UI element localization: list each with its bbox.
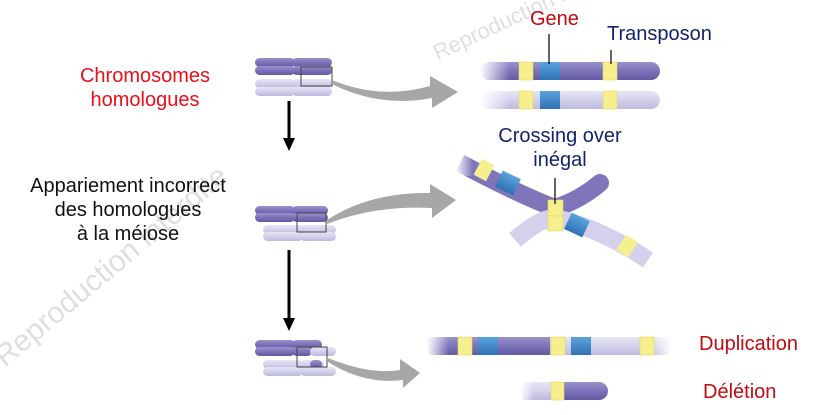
label-chromosomes-homologues: Chromosomes homologues: [60, 64, 230, 112]
chromosome-dark-detail: [480, 61, 660, 81]
label-gene: Gene: [530, 8, 579, 30]
chromosome-light-detail: [480, 90, 660, 110]
transposon-band: [639, 336, 655, 356]
label-appariement: Appariement incorrect des homologues à l…: [2, 174, 254, 246]
arrow-down-2: [283, 250, 295, 331]
label-crossing-over: Crossing over inégal: [480, 124, 640, 172]
arrow-zoom-1: [332, 76, 458, 108]
gene-band: [564, 212, 590, 238]
label-deletion: Délétion: [703, 381, 777, 403]
gene-band: [571, 337, 591, 355]
label-duplication: Duplication: [699, 333, 798, 355]
transposon-band: [616, 234, 638, 258]
label-line: Chromosomes: [79, 65, 211, 87]
chromosome-pair-result: [255, 340, 336, 376]
gene-band: [540, 91, 560, 109]
transposon-band: [518, 61, 534, 81]
chromosome-pair-mispaired: [255, 206, 336, 241]
zoom-box: [300, 66, 333, 87]
arrow-down-1: [283, 101, 295, 151]
label-line: des homologues: [54, 199, 202, 221]
crossing-over-illustration: [455, 150, 653, 268]
transposon-band: [602, 61, 618, 81]
label-line: à la méiose: [76, 223, 180, 245]
zoom-box: [296, 346, 328, 368]
chromosome-pair-normal: [255, 58, 333, 96]
chromosome-duplication: [427, 336, 672, 356]
gene-band: [495, 170, 521, 196]
label-line: inégal: [533, 149, 587, 171]
arrow-zoom-2: [327, 184, 456, 224]
zoom-box: [296, 212, 327, 233]
chromosome-deletion: [520, 381, 608, 401]
gene-band: [478, 337, 498, 355]
transposon-band: [602, 90, 618, 110]
label-line: Crossing over: [498, 125, 622, 147]
transposon-band: [518, 90, 534, 110]
label-line: Appariement incorrect: [30, 175, 226, 197]
label-line: homologues: [90, 89, 200, 111]
transposon-band: [550, 336, 566, 356]
transposon-band: [473, 158, 495, 182]
transposon-band: [457, 336, 473, 356]
transposon-band: [550, 381, 565, 401]
gene-band: [540, 62, 560, 80]
transposon-band: [547, 215, 564, 232]
label-transposon: Transposon: [607, 23, 712, 45]
arrow-zoom-3: [328, 358, 420, 388]
